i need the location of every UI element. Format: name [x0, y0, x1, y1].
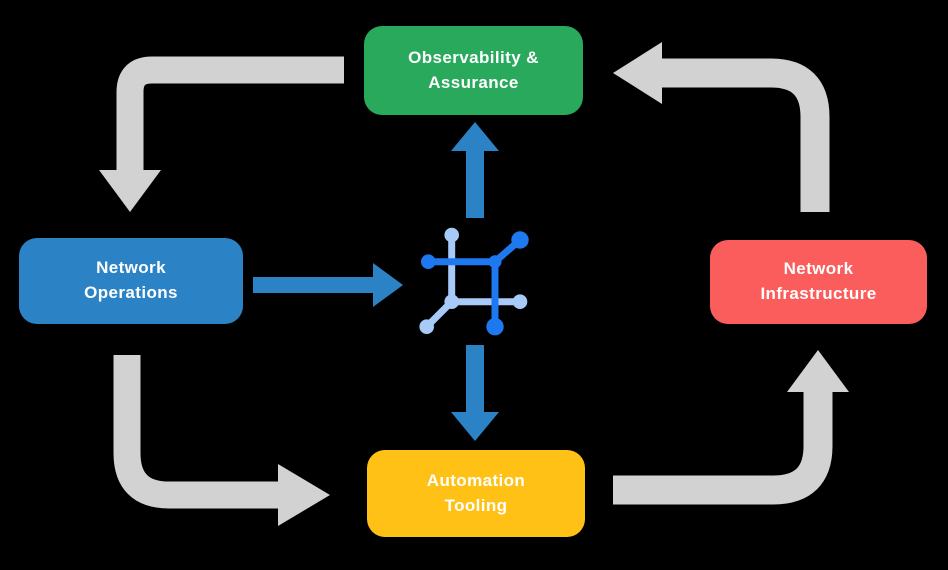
network-mesh-light-dots — [419, 227, 528, 334]
network-mesh-icon — [419, 227, 529, 336]
arrow-head — [373, 263, 403, 307]
arrow-head — [451, 412, 499, 441]
node-automation-tooling: Automation Tooling — [367, 450, 585, 537]
arrow-operations-to-hub — [253, 263, 403, 307]
arrow-observability-to-operations — [99, 56, 344, 212]
network-mesh-dark-dots — [421, 231, 529, 336]
node-label-line: Network — [783, 259, 854, 279]
node-label-line: Tooling — [444, 495, 508, 515]
arrow-shaft — [613, 391, 833, 505]
node-label-line: Infrastructure — [760, 284, 877, 303]
arrow-hub-to-observability — [451, 122, 499, 218]
arrow-automation-to-infrastructure — [613, 350, 849, 505]
node-observability-assurance: Observability & Assurance — [364, 26, 583, 115]
node-label-line: Network — [96, 258, 166, 278]
arrow-head — [99, 170, 161, 212]
node-network-infrastructure: Network Infrastructure — [710, 240, 927, 324]
arrow-operations-to-automation — [113, 355, 330, 526]
arrow-head — [787, 350, 849, 392]
node-label-line: Assurance — [428, 72, 519, 92]
arrow-shaft — [113, 355, 279, 509]
arrow-hub-to-automation — [451, 345, 499, 441]
node-label-line: Operations — [84, 283, 178, 302]
arrow-infrastructure-to-observability — [613, 42, 830, 212]
arrow-head — [613, 42, 662, 104]
arrow-head — [451, 122, 499, 151]
arrow-shaft — [661, 58, 830, 212]
arrow-head — [278, 464, 330, 526]
node-label-line: Automation — [426, 470, 526, 490]
node-network-operations: Network Operations — [19, 238, 243, 324]
arrow-shaft — [116, 56, 344, 171]
node-label-line: Observability & — [408, 47, 539, 67]
